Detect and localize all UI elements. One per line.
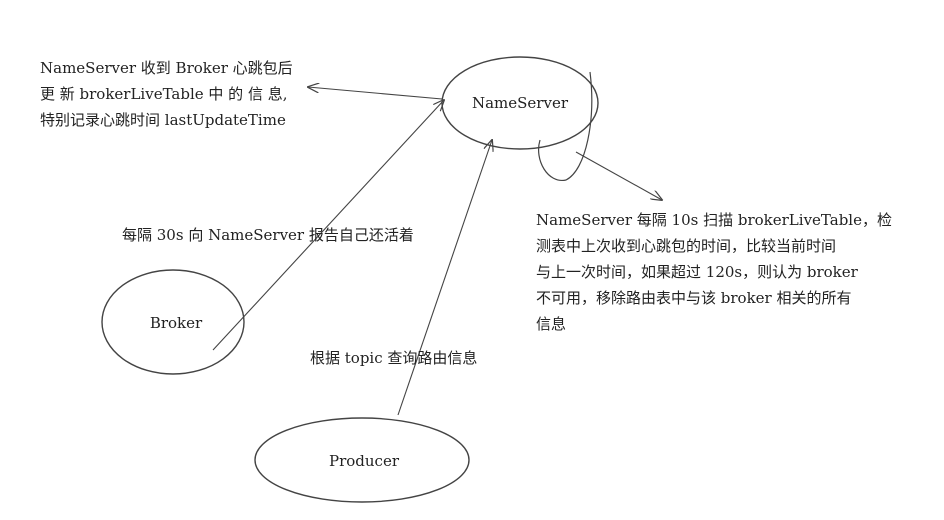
broker-ellipse xyxy=(101,269,245,375)
nameserver-scan-line-2: 测表中上次收到心跳包的时间，比较当前时间 xyxy=(536,237,837,255)
broker-heartbeat-line-1: 每隔 30s 向 NameServer 报告自己还活着 xyxy=(122,226,414,244)
nameserver-to-update-note-arrow xyxy=(308,87,443,100)
nameserver-to-scan-note-arrow xyxy=(575,151,662,200)
nameserver-scan-line-5: 信息 xyxy=(536,315,567,333)
producer-to-nameserver-arrow xyxy=(397,140,492,416)
producer-ellipse xyxy=(254,417,470,503)
nameserver-self-loop xyxy=(538,71,593,181)
nameserver-scan-line-4: 不可用，移除路由表中与该 broker 相关的所有 xyxy=(536,289,852,307)
nameserver-update-note: NameServer 收到 Broker 心跳包后 更 新 brokerLive… xyxy=(40,55,293,133)
nameserver-node: NameServer xyxy=(441,56,599,150)
broker-label: Broker xyxy=(150,314,203,332)
nameserver-update-line-2: 更 新 brokerLiveTable 中 的 信 息, xyxy=(40,85,288,103)
producer-node: Producer xyxy=(254,417,470,503)
nameserver-scan-line-1: NameServer 每隔 10s 扫描 brokerLiveTable，检 xyxy=(536,211,892,229)
producer-label: Producer xyxy=(329,452,400,470)
nameserver-scan-line-3: 与上一次时间，如果超过 120s，则认为 broker xyxy=(536,263,858,281)
broker-heartbeat-note: 每隔 30s 向 NameServer 报告自己还活着 xyxy=(122,222,414,248)
broker-node: Broker xyxy=(101,269,245,375)
broker-to-nameserver-arrow xyxy=(212,100,444,351)
nameserver-update-line-1: NameServer 收到 Broker 心跳包后 xyxy=(40,59,293,77)
nameserver-label: NameServer xyxy=(472,94,569,112)
nameserver-update-line-3: 特别记录心跳时间 lastUpdateTime xyxy=(40,111,286,129)
nameserver-scan-note: NameServer 每隔 10s 扫描 brokerLiveTable，检 测… xyxy=(536,207,892,337)
producer-query-note: 根据 topic 查询路由信息 xyxy=(310,345,477,371)
producer-query-line-1: 根据 topic 查询路由信息 xyxy=(310,349,478,367)
